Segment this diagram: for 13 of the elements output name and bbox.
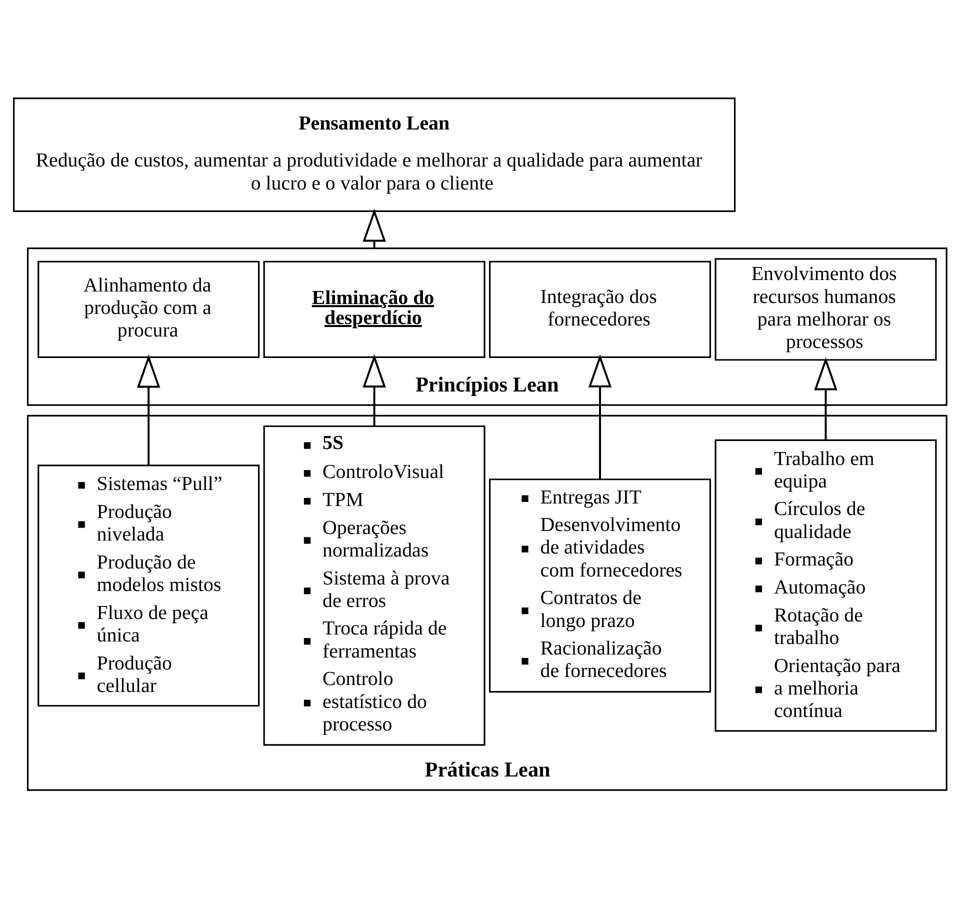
node-box: Pensamento Lean Redução de custos, aumentar a produtividade e melhorar a qualidade para aumentar o lucro e o valor para o cliente	[13, 98, 736, 212]
node-box: Entregas JIT Desenvolvimento de atividades com fornecedores Contratos de longo prazo Racionalização de fornecedores	[489, 478, 712, 693]
arrow	[814, 357, 838, 440]
node-box: Alinhamento da produção com a procura	[38, 260, 260, 358]
node-box: Envolvimento dos recursos humanos para melhorar os processos	[714, 258, 937, 361]
arrow	[362, 354, 386, 426]
arrow	[588, 354, 612, 480]
node-box: Eliminação do desperdício	[263, 260, 486, 358]
node-box: 5S ControloVisual TPM Operações normalizadas Sistema à prova de erros Troca rápida de ferramentas Controlo estatístico do processo	[263, 425, 486, 746]
node-box: Trabalho em equipa Círculos de qualidade Formação Automação Rotação de trabalho Orientação para a melhoria contínua	[714, 439, 937, 732]
node-box: Integração dos fornecedores	[489, 260, 712, 358]
arrow	[136, 354, 160, 466]
node-box: Sistemas “Pull” Produção nivelada Produção de modelos mistos Fluxo de peça única Produção cellular	[38, 464, 260, 707]
